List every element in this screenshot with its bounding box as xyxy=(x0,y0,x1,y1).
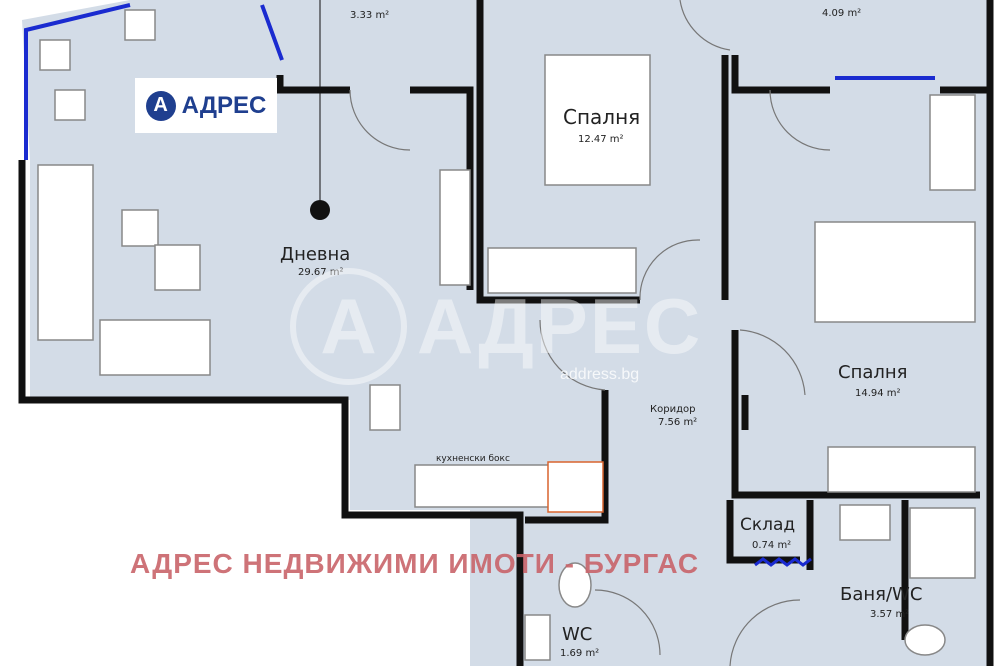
sofa-icon xyxy=(99,319,211,376)
logo-text: АДРЕС xyxy=(181,91,267,119)
agency-banner: АДРЕС НЕДВИЖИМИ ИМОТИ - БУРГАС xyxy=(130,548,700,579)
wardrobe-icon xyxy=(487,247,637,294)
corridor-area: 7.56 m² xyxy=(658,417,697,428)
radiator-icon xyxy=(754,557,812,567)
bed-icon xyxy=(544,54,651,186)
terrace-right-area: 4.09 m² xyxy=(822,8,861,19)
desk-icon xyxy=(929,94,976,191)
sofa-icon xyxy=(37,164,94,341)
wc-name: WC xyxy=(562,624,592,645)
watermark-url: address.bg xyxy=(560,366,640,383)
toilet-icon xyxy=(904,624,946,656)
lamp-icon xyxy=(310,200,330,220)
kitchen-counter xyxy=(414,464,551,508)
terrace-left-area: 3.33 m² xyxy=(350,10,389,21)
watermark-text: АДРЕС xyxy=(417,282,703,370)
bedroom-1-name: Спалня xyxy=(563,105,640,129)
watermark-mark: A xyxy=(290,268,407,385)
outside-area xyxy=(0,410,340,666)
sink-icon xyxy=(524,614,551,661)
shower-icon xyxy=(909,507,976,579)
logo-mark: A xyxy=(145,90,176,121)
kitchen-name: кухненски бокс xyxy=(436,454,510,464)
storage-area: 0.74 m² xyxy=(752,540,791,551)
sink-icon xyxy=(839,504,891,541)
windows xyxy=(24,3,935,160)
toilet-icon xyxy=(558,562,592,608)
stove-icon xyxy=(547,461,604,513)
brand-logo: A АДРЕС xyxy=(135,78,277,133)
watermark: A АДРЕС xyxy=(290,268,702,385)
bedroom-1-area: 12.47 m² xyxy=(578,134,624,145)
door-swings xyxy=(349,0,831,666)
furniture xyxy=(37,9,976,661)
bathroom-name: Баня/WC xyxy=(840,584,922,605)
wc-area: 1.69 m² xyxy=(560,648,599,659)
storage-name: Склад xyxy=(740,515,795,535)
wardrobe-icon xyxy=(827,446,976,493)
living-area: 29.67 m² xyxy=(298,267,344,278)
bedroom-2-area: 14.94 m² xyxy=(855,388,901,399)
living-name: Дневна xyxy=(280,244,350,265)
corridor-name: Коридор xyxy=(650,404,695,415)
tv-icon xyxy=(439,169,471,286)
bedroom-2-name: Спалня xyxy=(838,362,907,383)
bed-icon xyxy=(814,221,976,323)
bathroom-area: 3.57 m² xyxy=(870,609,909,620)
